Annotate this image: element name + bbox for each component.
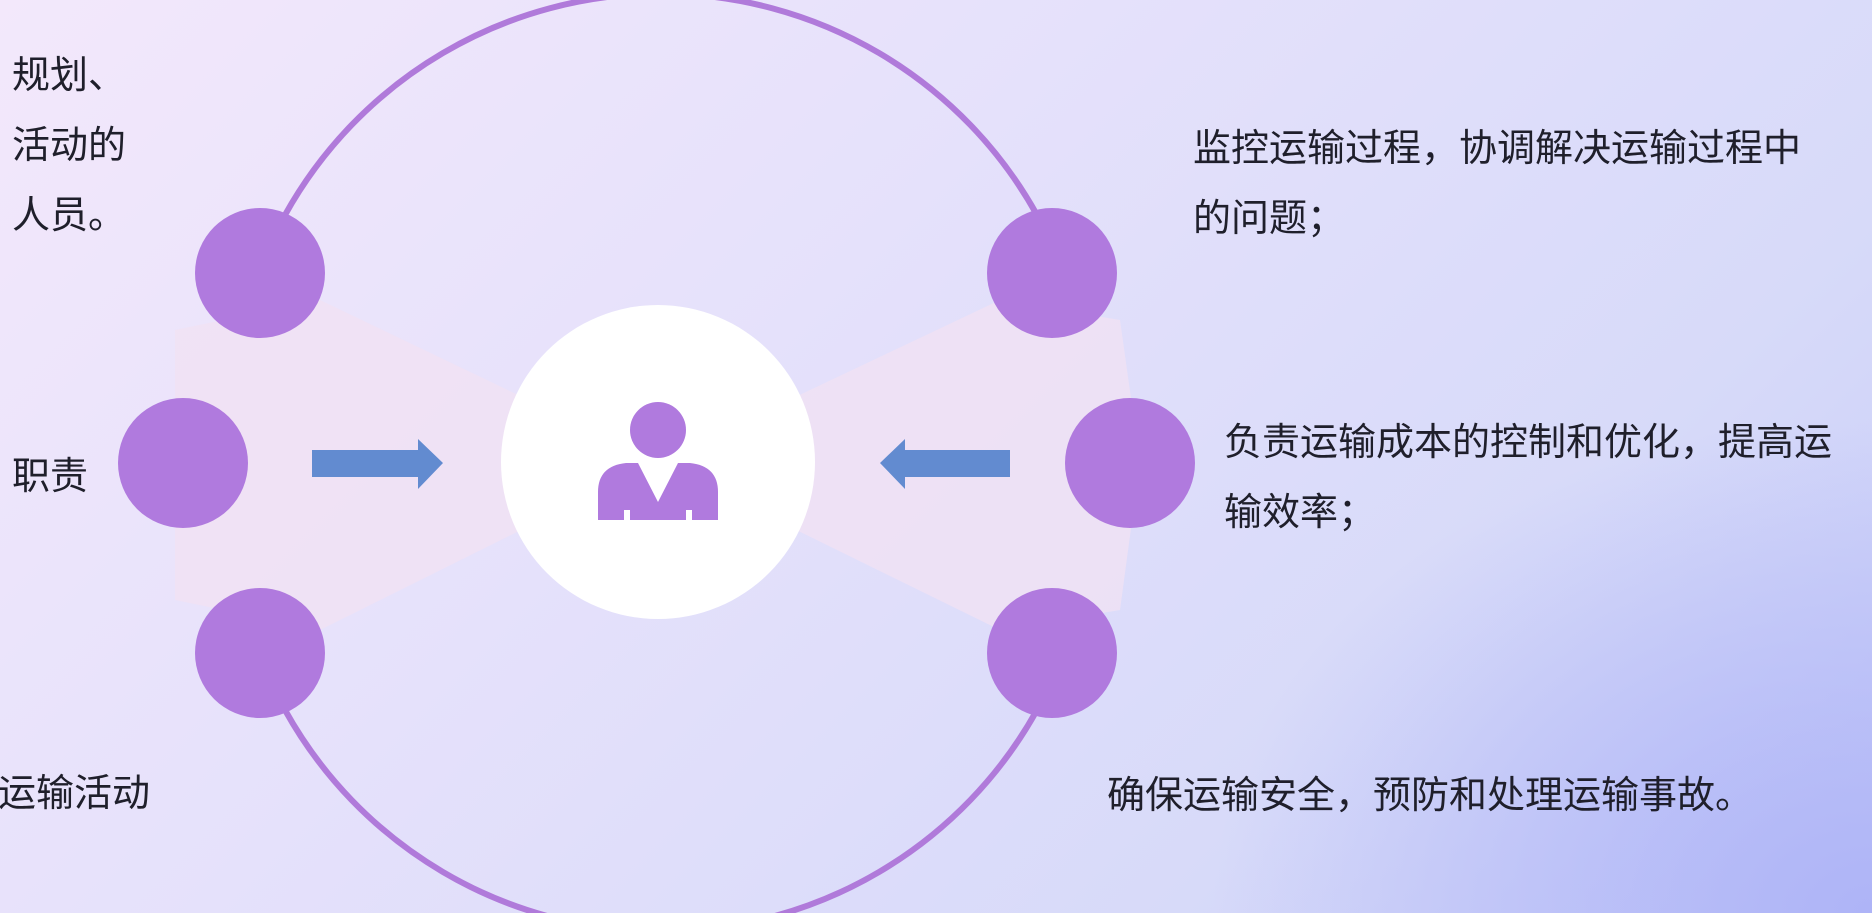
right-top-line-1: 监控运输过程，协调解决运输过程中 <box>1193 126 1802 170</box>
left-bottom-line-1: 运输活动 <box>0 771 150 815</box>
node-right-top <box>987 208 1117 338</box>
arrow-left-icon <box>880 439 1010 489</box>
left-bottom-text: 运输活动 <box>0 758 150 828</box>
left-top-text: 规划、 活动的 人员。 <box>0 40 126 260</box>
left-top-line-2: 活动的 <box>11 123 126 167</box>
right-middle-text: 负责运输成本的控制和优化，提高运 输效率； <box>1224 407 1832 547</box>
left-top-line-3: 人员。 <box>11 193 126 237</box>
node-right-middle <box>1065 398 1195 528</box>
right-middle-line-2: 输效率； <box>1224 490 1377 534</box>
node-left-top <box>195 208 325 338</box>
node-left-bottom <box>195 588 325 718</box>
right-middle-line-1: 负责运输成本的控制和优化，提高运 <box>1224 420 1833 464</box>
ring-bottom-arc <box>282 708 1040 913</box>
right-top-line-2: 的问题； <box>1193 196 1346 240</box>
left-top-line-1: 规划、 <box>11 53 126 97</box>
center-label: 职责 <box>12 454 89 498</box>
right-bottom-line-1: 确保运输安全，预防和处理运输事故。 <box>1107 773 1754 817</box>
right-top-text: 监控运输过程，协调解决运输过程中 的问题； <box>1193 113 1801 253</box>
node-left-middle <box>118 398 248 528</box>
arrow-right-icon <box>312 439 443 489</box>
right-bottom-text: 确保运输安全，预防和处理运输事故。 <box>1107 760 1753 830</box>
ring-top-arc <box>282 0 1040 217</box>
person-icon <box>598 402 718 520</box>
node-right-bottom <box>987 588 1117 718</box>
center-disc <box>501 305 815 619</box>
